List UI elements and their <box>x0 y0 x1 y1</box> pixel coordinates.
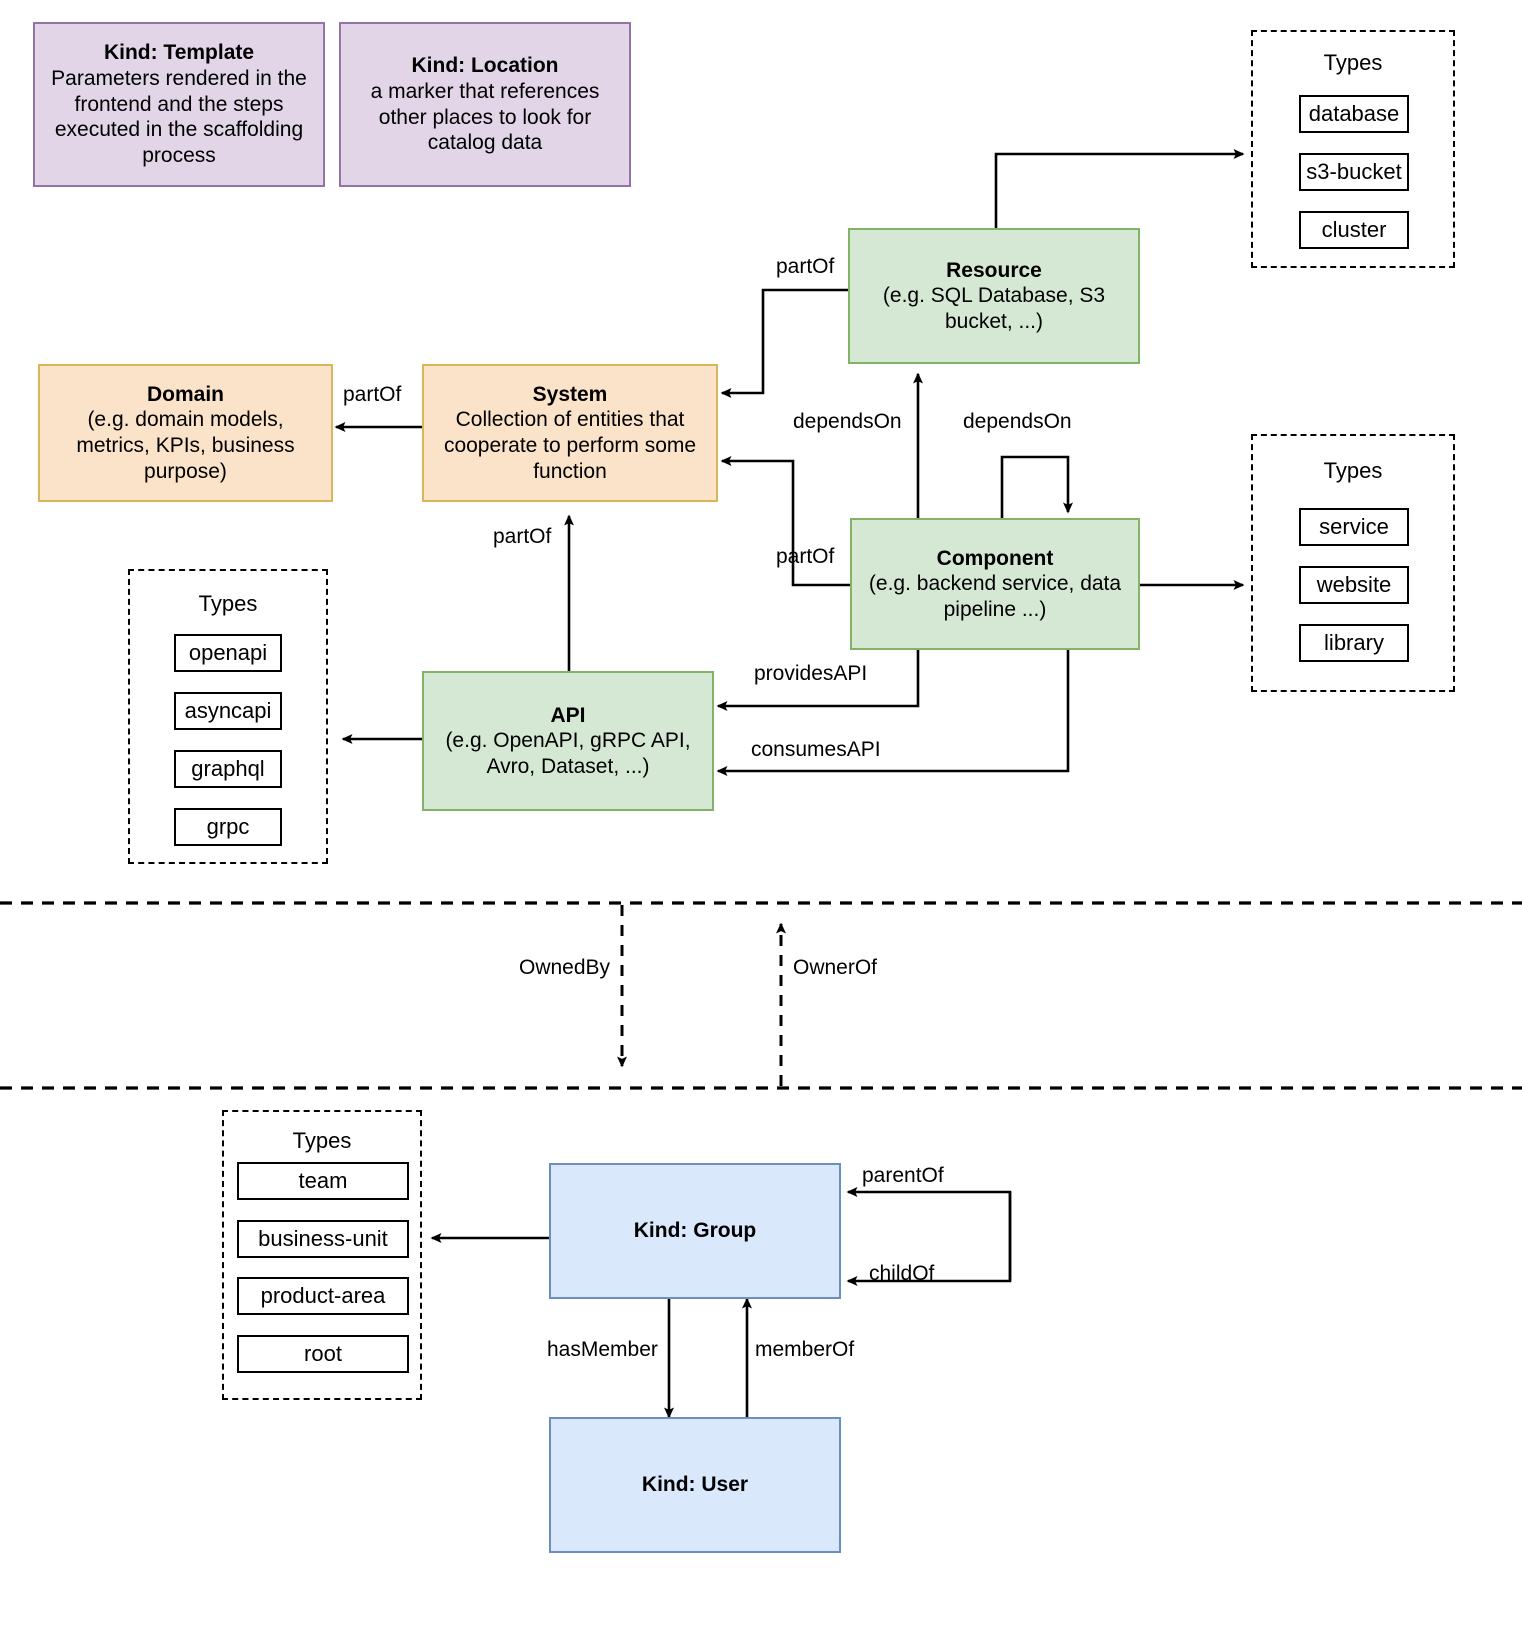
type-chip-cluster[interactable]: cluster <box>1299 211 1409 249</box>
node-kind-user[interactable]: Kind: User <box>549 1417 841 1553</box>
node-body: (e.g. OpenAPI, gRPC API, Avro, Dataset, … <box>445 729 691 778</box>
node-kind-location[interactable]: Kind: Location a marker that references … <box>339 22 631 187</box>
node-title: API <box>550 703 586 727</box>
wire-component-dependson-component <box>1000 455 1073 518</box>
node-kind-template[interactable]: Kind: Template Parameters rendered in th… <box>33 22 325 187</box>
types-group-resource: Types <box>1251 30 1455 268</box>
type-chip-graphql[interactable]: graphql <box>174 750 282 788</box>
edge-label-component-consumesapi: consumesAPI <box>751 738 881 761</box>
edge-label-ownerof: OwnerOf <box>793 956 878 979</box>
node-title: System <box>532 382 608 406</box>
type-chip-library[interactable]: library <box>1299 624 1409 662</box>
edge-label-component-dependson-component: dependsOn <box>963 410 1072 433</box>
node-body: (e.g. SQL Database, S3 bucket, ...) <box>882 284 1106 333</box>
type-chip-openapi[interactable]: openapi <box>174 634 282 672</box>
types-header: Types <box>1323 50 1383 75</box>
node-title: Kind: Location <box>411 54 559 78</box>
node-kind-group[interactable]: Kind: Group <box>549 1163 841 1299</box>
node-title: Domain <box>146 382 224 406</box>
type-chip-team[interactable]: team <box>237 1162 409 1200</box>
node-domain[interactable]: Domain (e.g. domain models, metrics, KPI… <box>38 364 333 502</box>
node-title: Kind: Group <box>633 1219 757 1243</box>
node-resource[interactable]: Resource (e.g. SQL Database, S3 bucket, … <box>848 228 1140 364</box>
node-body: (e.g. domain models, metrics, KPIs, busi… <box>76 408 295 483</box>
node-title: Resource <box>946 258 1042 282</box>
type-chip-grpc[interactable]: grpc <box>174 808 282 846</box>
node-body: Collection of entities that cooperate to… <box>443 408 697 483</box>
node-component[interactable]: Component (e.g. backend service, data pi… <box>850 518 1140 650</box>
edge-label-component-partof-system: partOf <box>776 545 835 568</box>
edge-label-group-parentof: parentOf <box>862 1164 944 1187</box>
type-chip-asyncapi[interactable]: asyncapi <box>174 692 282 730</box>
type-chip-product-area[interactable]: product-area <box>237 1277 409 1315</box>
node-system[interactable]: System Collection of entities that coope… <box>422 364 718 502</box>
types-header: Types <box>292 1128 352 1153</box>
edge-label-user-memberof: memberOf <box>755 1338 855 1361</box>
type-chip-website[interactable]: website <box>1299 566 1409 604</box>
edge-label-resource-partof-system: partOf <box>776 255 835 278</box>
types-group-api: Types <box>128 569 328 864</box>
node-title: Kind: User <box>641 1473 749 1497</box>
wire-resource-partof-system <box>720 288 848 398</box>
edge-label-component-dependson-resource: dependsOn <box>793 410 902 433</box>
node-body: (e.g. backend service, data pipeline ...… <box>868 572 1122 621</box>
edge-label-system-partof-domain: partOf <box>343 383 402 406</box>
types-header: Types <box>198 591 258 616</box>
type-chip-root[interactable]: root <box>237 1335 409 1373</box>
node-api[interactable]: API (e.g. OpenAPI, gRPC API, Avro, Datas… <box>422 671 714 811</box>
node-title: Component <box>936 546 1054 570</box>
type-chip-service[interactable]: service <box>1299 508 1409 546</box>
types-group-group: Types <box>222 1110 422 1400</box>
node-body: a marker that references other places to… <box>370 79 600 155</box>
types-group-component: Types <box>1251 434 1455 692</box>
type-chip-s3-bucket[interactable]: s3-bucket <box>1299 153 1409 191</box>
edge-label-api-partof-system: partOf <box>493 525 552 548</box>
types-header: Types <box>1323 458 1383 483</box>
edge-label-group-childof: childOf <box>869 1262 935 1285</box>
edge-label-ownedby: OwnedBy <box>519 956 611 979</box>
node-title: Kind: Template <box>103 41 255 65</box>
edge-label-group-hasmember: hasMember <box>547 1338 658 1361</box>
type-chip-business-unit[interactable]: business-unit <box>237 1220 409 1258</box>
type-chip-database[interactable]: database <box>1299 95 1409 133</box>
node-body: Parameters rendered in the frontend and … <box>51 67 307 167</box>
wire-resource-to-types <box>994 149 1245 228</box>
edge-label-component-providesapi: providesAPI <box>754 662 868 685</box>
